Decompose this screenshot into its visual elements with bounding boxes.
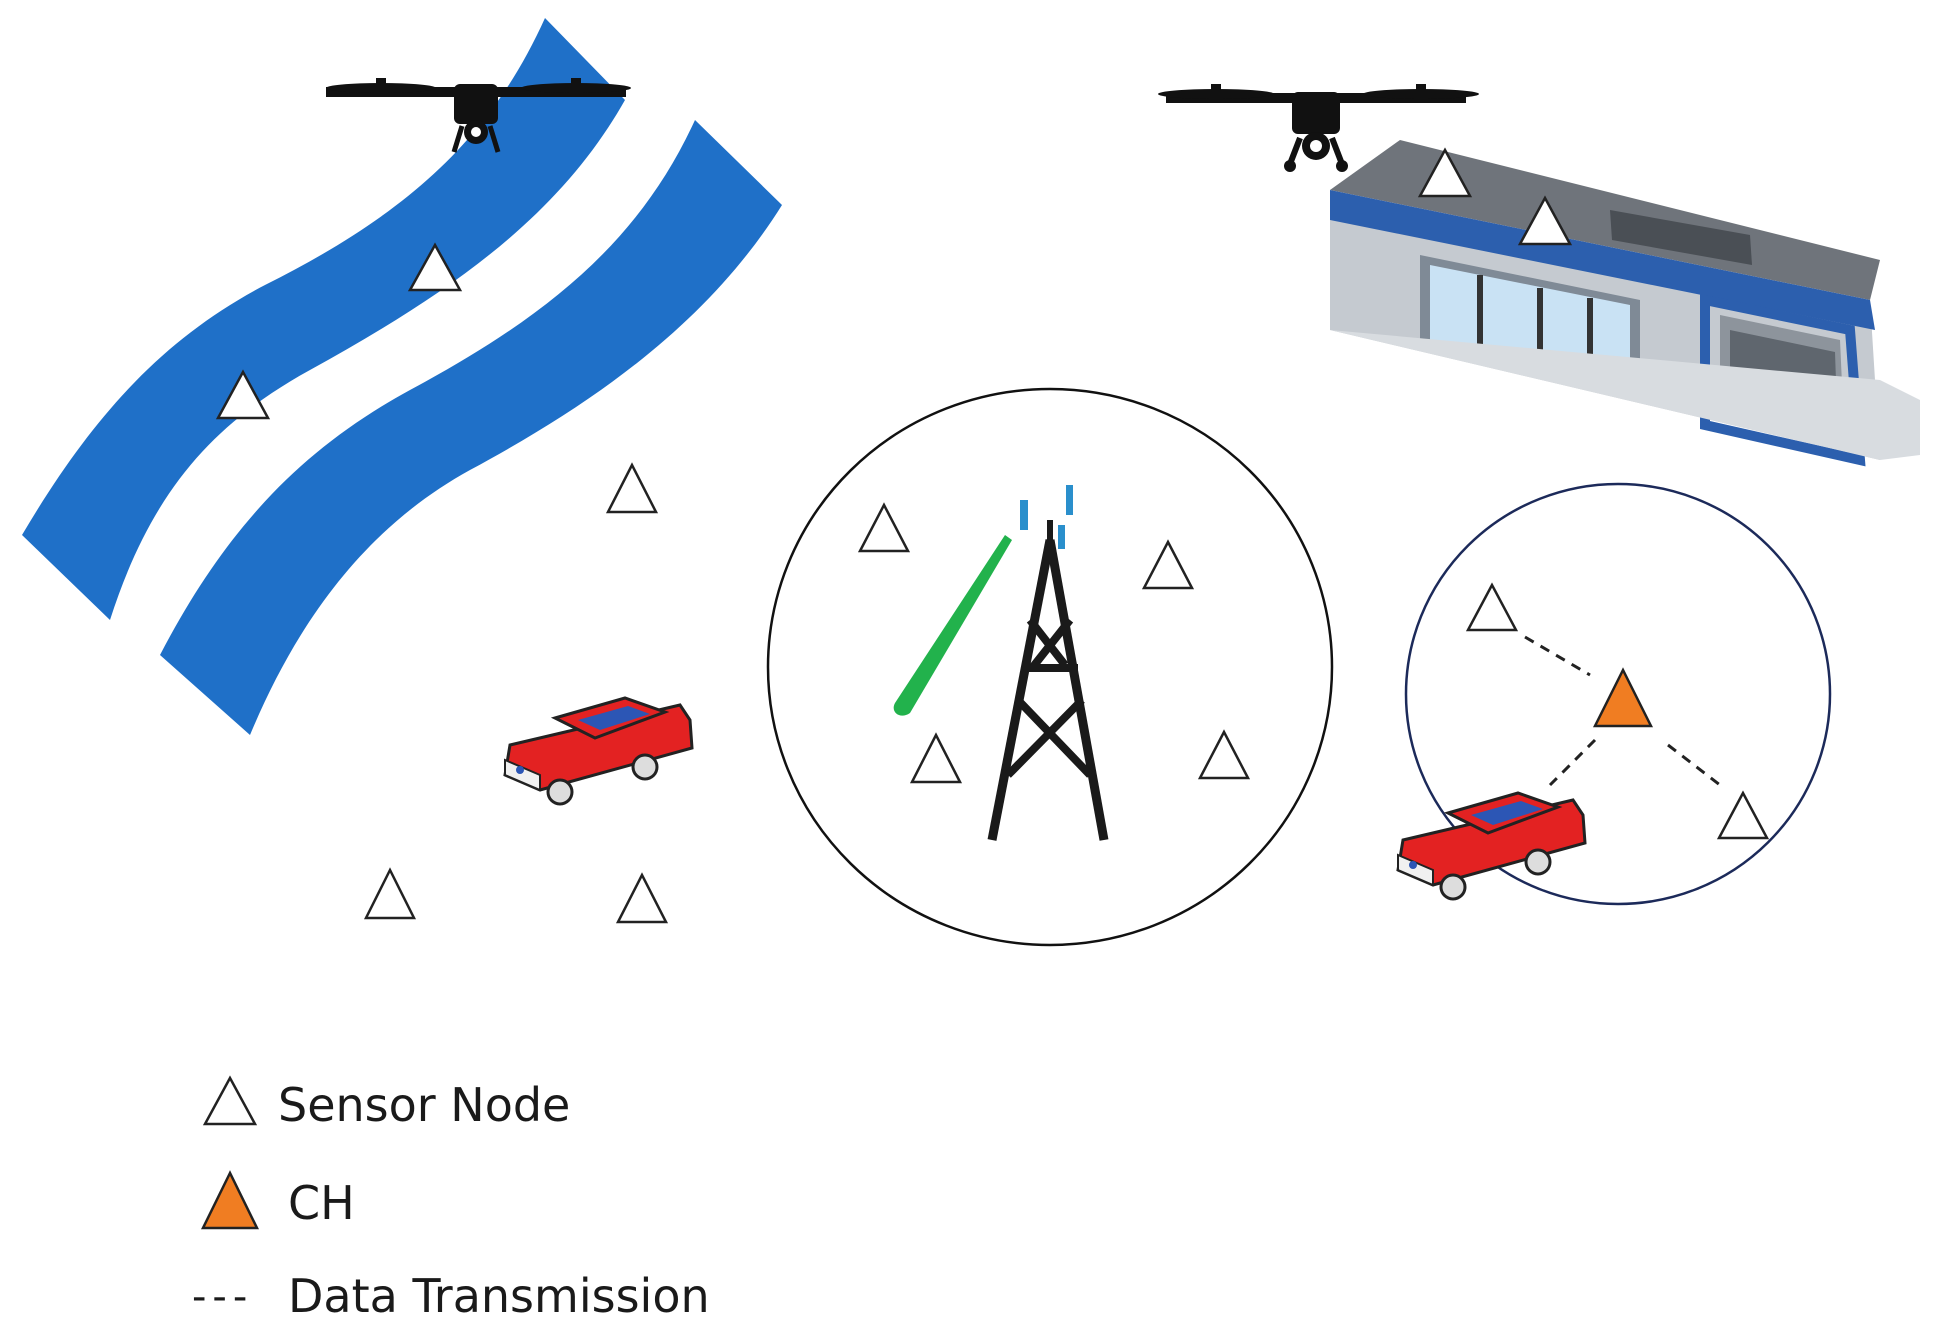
sensor-node-icon [363, 867, 417, 920]
sensor-node-icon [857, 502, 911, 553]
car-icon [1396, 791, 1587, 901]
sensor-node-icon [1417, 147, 1473, 198]
base-station-coverage-circle [766, 387, 1334, 947]
cell-tower-icon [987, 485, 1109, 841]
legend-data-transmission-symbol: --- [192, 1274, 254, 1320]
legend-sensor-node-label: Sensor Node [278, 1078, 571, 1132]
sensor-node-icon [1141, 539, 1195, 590]
legend-data-transmission-label: Data Transmission [288, 1269, 710, 1323]
legend-sensor-node-icon [202, 1075, 258, 1126]
signal-beam-icon [893, 535, 1012, 716]
data-transmission-line [1524, 635, 1591, 677]
data-transmission-line [1667, 743, 1721, 787]
data-transmission-links [1524, 635, 1721, 787]
drone-icon [326, 78, 631, 153]
antenna-icon [1020, 500, 1028, 530]
sensor-node-icon [215, 369, 271, 420]
sensor-node-icon [1716, 790, 1770, 840]
sensor-node-icon [407, 242, 463, 292]
legend-cluster-head-label: CH [288, 1176, 355, 1230]
sensor-node-icon [605, 462, 659, 514]
antenna-icon [1066, 485, 1073, 515]
sensor-nodes [215, 147, 1770, 924]
river-icon [22, 18, 782, 735]
building-icon [1330, 140, 1920, 467]
sensor-node-icon [1465, 582, 1519, 632]
sensor-node-icon [615, 872, 669, 924]
sensor-node-icon [1517, 195, 1573, 246]
legend [200, 1075, 260, 1230]
drone-icon [1158, 84, 1479, 172]
cluster-circle [1404, 482, 1832, 906]
car-icon [503, 696, 694, 806]
cluster-head-icon [1592, 667, 1654, 728]
sensor-node-icon [1197, 729, 1251, 780]
legend-cluster-head-icon [200, 1170, 260, 1230]
antenna-icon [1058, 525, 1065, 549]
sensor-node-icon [909, 732, 963, 784]
data-transmission-line [1548, 738, 1597, 787]
